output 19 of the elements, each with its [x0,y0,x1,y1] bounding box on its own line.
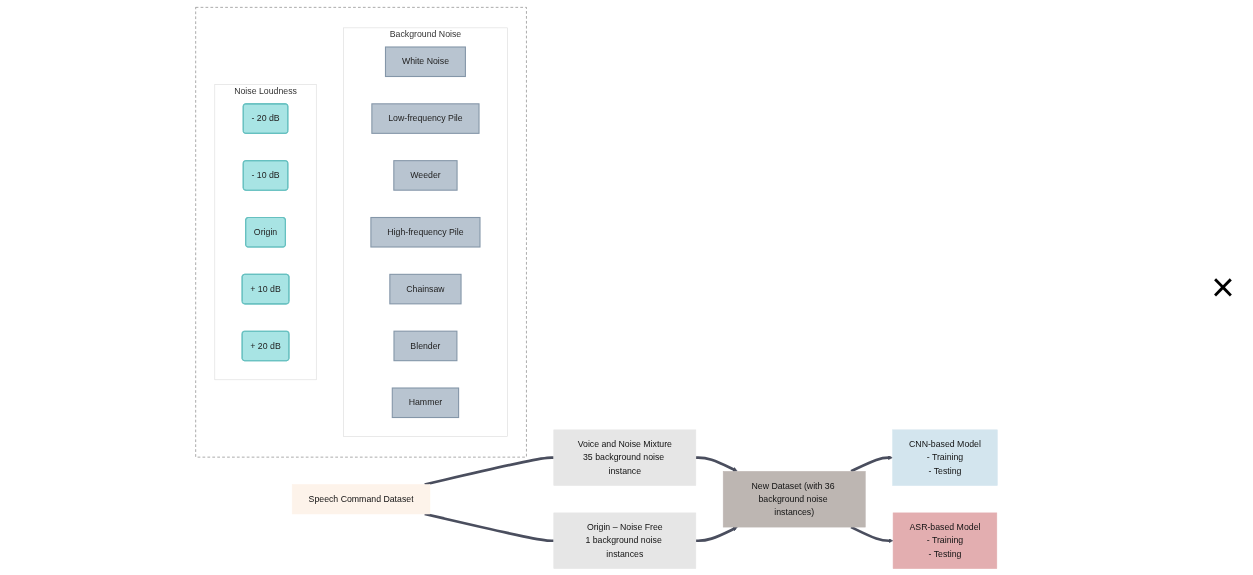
node-box: Blender [393,330,458,361]
node-box: Chainsaw [389,273,462,304]
connector [424,512,554,542]
node-box: White Noise [384,45,466,77]
arrow [695,455,738,472]
node-box: Weeder [393,159,458,191]
cluster [195,6,527,457]
node-box: High-frequency Pile [370,216,481,248]
node-box: Hammer [391,386,460,418]
node-box: Voice and Noise Mixture 35 background noise instance [553,429,697,486]
node-box: Speech Command Dataset [291,483,431,514]
arrow [850,525,894,543]
node-box: ASR-based Model - Training - Testing [892,512,998,569]
arrow [695,526,738,542]
node-box: New Dataset (with 36 background noise instances) [722,470,866,527]
node-box: Low-frequency Pile [371,102,480,134]
multiplication-sign: × [1210,265,1236,310]
node-box: CNN-based Model - Training - Testing [892,429,998,486]
node-box: Origin – Noise Free 1 background noise instances [553,512,697,569]
